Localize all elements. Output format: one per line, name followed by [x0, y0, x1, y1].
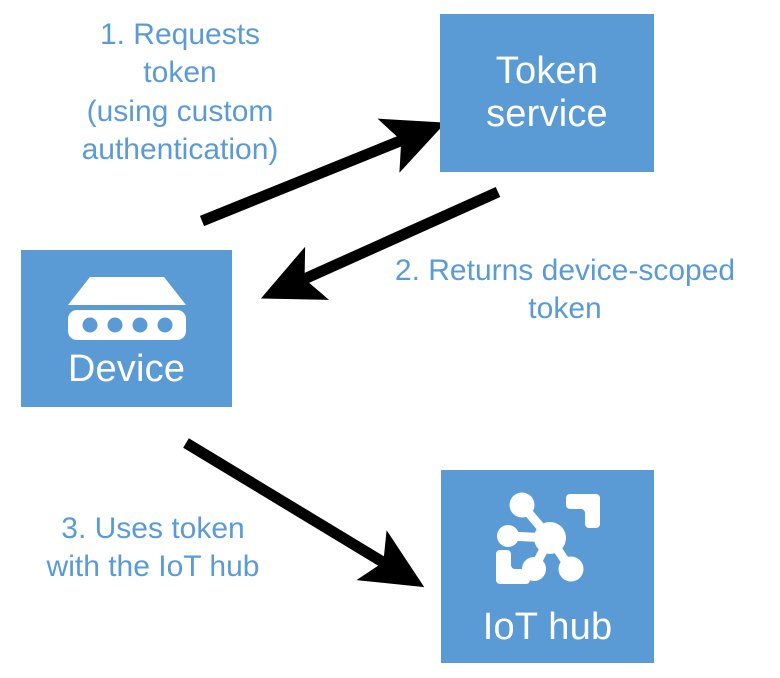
node-device[interactable]: Device — [21, 250, 232, 407]
step-1-caption: 1. Requests token (using custom authenti… — [81, 18, 279, 167]
node-iot-hub[interactable]: IoT hub — [441, 470, 654, 663]
iot-hub-icon — [495, 492, 600, 584]
node-token-service[interactable]: Token service — [440, 14, 654, 172]
step-3-caption: 3. Uses token with the IoT hub — [46, 512, 260, 584]
step-2-caption: 2. Returns device-scoped token — [394, 254, 736, 326]
node-device-label: Device — [67, 348, 186, 390]
node-token-service-label: Token service — [486, 50, 608, 135]
node-iot-hub-label: IoT hub — [482, 606, 613, 648]
device-icon — [67, 277, 186, 340]
